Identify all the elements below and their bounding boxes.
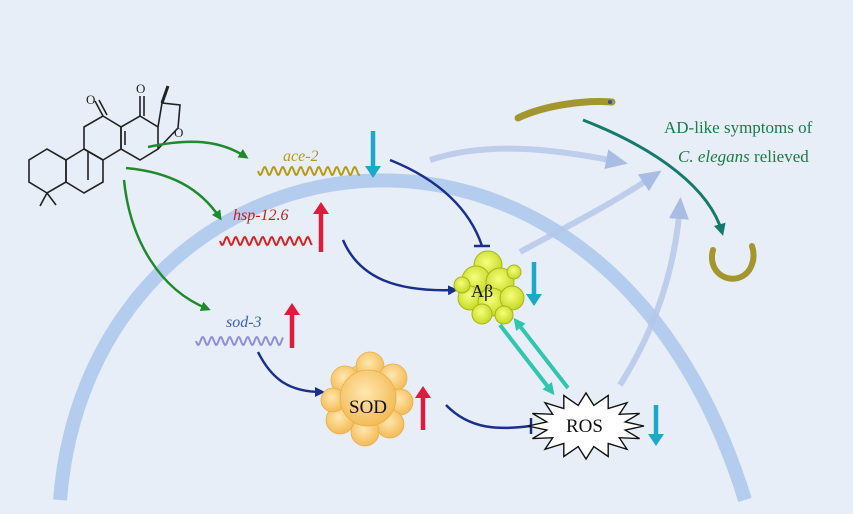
molecule-oxygen-label: O xyxy=(86,92,95,107)
ace2-label: ace-2 xyxy=(283,148,319,165)
sod-up-arrowhead xyxy=(415,386,431,398)
cell-membrane-arc xyxy=(53,173,752,503)
green-arrow-to-hsp xyxy=(125,166,222,221)
pale-arrow-abeta-to-outcome xyxy=(518,170,662,255)
ros-label: ROS xyxy=(566,416,603,437)
sod3-mrna-wave xyxy=(195,335,284,347)
hsp-label: hsp-12.6 xyxy=(233,207,289,224)
ros-down-arrowhead xyxy=(648,434,664,446)
ros-starburst xyxy=(527,391,645,461)
teal-arrow-worm-transition xyxy=(582,118,726,236)
teal-arrow-abeta-to-ros xyxy=(498,323,555,396)
navy-inhibit-sod-to-ros xyxy=(445,404,531,430)
hsp-mrna-wave xyxy=(219,235,313,247)
navy-inhibit-ace2-to-abeta xyxy=(389,158,484,247)
navy-arrow-hsp-to-abeta xyxy=(341,239,458,296)
sod3-up-arrowhead xyxy=(284,303,300,315)
outcome-text-line2: C. elegans relieved xyxy=(678,147,809,166)
molecule-oxygen-label: O xyxy=(136,81,145,96)
outcome-species-name: C. elegans xyxy=(678,147,750,166)
hsp-up-arrowhead xyxy=(313,202,329,214)
pale-arrow-ros-to-outcome xyxy=(617,197,689,387)
green-arrow-to-ace2 xyxy=(147,140,249,159)
outcome-relieved-text: relieved xyxy=(750,147,809,166)
worm-healthy-icon xyxy=(514,98,616,122)
worm-eye xyxy=(608,100,612,104)
outcome-text-line1: AD-like symptoms of xyxy=(664,118,813,137)
teal-arrow-ros-to-abeta xyxy=(513,317,570,390)
sod-label: SOD xyxy=(349,397,387,418)
compound-molecule-structure xyxy=(28,85,181,207)
sod3-label: sod-3 xyxy=(226,314,262,331)
abeta-down-arrowhead xyxy=(526,294,542,306)
ace2-mrna-wave xyxy=(257,165,361,177)
abeta-aggregate xyxy=(453,250,525,325)
green-arrow-to-sod3 xyxy=(122,179,211,312)
sod-enzyme-blob xyxy=(320,351,414,447)
worm-curled-icon xyxy=(708,243,757,282)
pale-arrow-ace2-to-outcome xyxy=(429,145,628,170)
ace2-down-arrowhead xyxy=(365,166,381,178)
molecule-oxygen-label: O xyxy=(174,125,183,140)
navy-arrow-sod3-to-sod xyxy=(256,351,325,397)
abeta-label: Aβ xyxy=(471,281,493,301)
